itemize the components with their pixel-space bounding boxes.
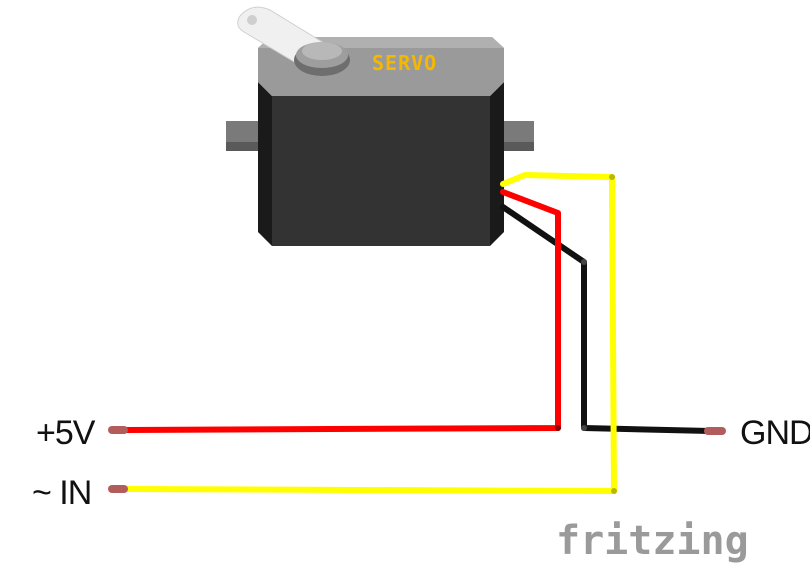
label-signal-in: ~ IN <box>32 474 91 512</box>
ground-wire <box>500 204 713 434</box>
label-gnd: GND <box>740 414 810 452</box>
power-wire-end <box>108 426 128 434</box>
ground-wire-end <box>704 427 726 435</box>
signal-wire-end <box>108 485 128 493</box>
servo-motor: SERVO <box>226 6 534 246</box>
wire-ends <box>108 426 726 493</box>
power-wire <box>115 189 561 433</box>
fritzing-watermark: fritzing <box>556 518 749 564</box>
servo-case-side-right <box>490 82 504 246</box>
servo-label: SERVO <box>372 51 437 75</box>
label-plus-5v: +5V <box>36 414 96 452</box>
wires <box>115 172 713 494</box>
servo-case-front <box>272 96 490 246</box>
servo-case-side-left <box>258 82 272 246</box>
